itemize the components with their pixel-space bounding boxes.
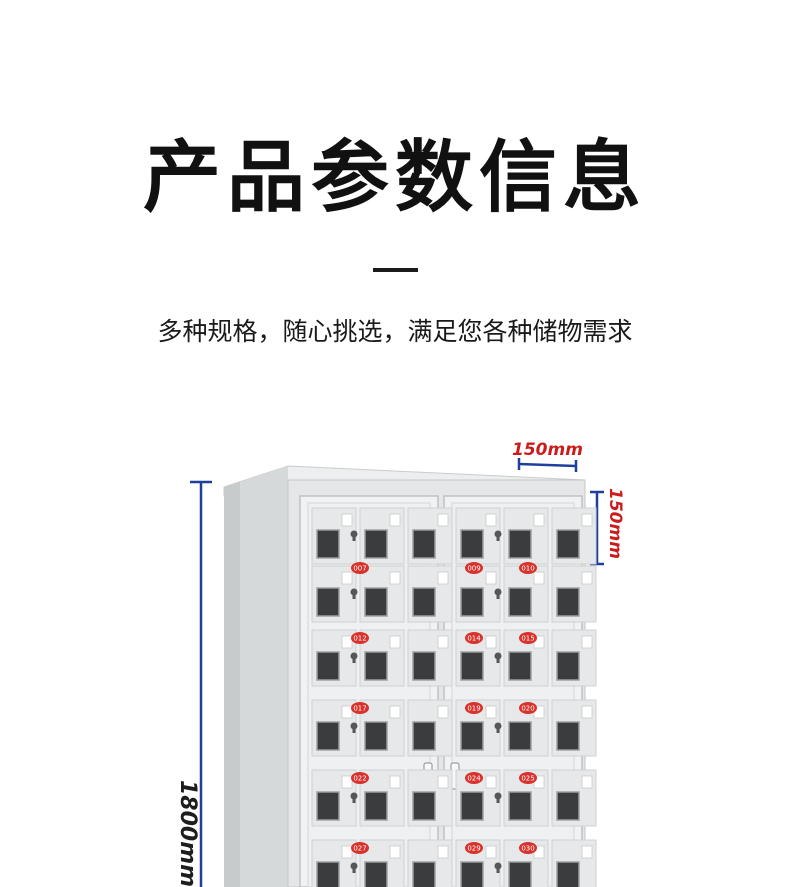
locker-compartment <box>407 629 453 687</box>
locker-compartment <box>551 629 597 687</box>
locker-number-badge: 010 <box>519 562 537 574</box>
locker-compartment <box>311 839 357 887</box>
locker-compartment <box>551 699 597 757</box>
locker-number-badge: 012 <box>351 632 369 644</box>
locker-number-badge: 029 <box>465 842 483 854</box>
locker-number-text: 020 <box>521 705 534 713</box>
page-subtitle: 多种规格，随心挑选，满足您各种储物需求 <box>157 317 633 346</box>
locker-number-text: 009 <box>467 565 480 573</box>
locker-compartment <box>407 699 453 757</box>
locker-number-badge: 009 <box>465 562 483 574</box>
locker-number-badge: 024 <box>465 772 483 784</box>
locker-compartment <box>551 839 597 887</box>
locker-compartment <box>359 507 405 565</box>
locker-compartment <box>407 507 453 565</box>
locker-number-badge: 022 <box>351 772 369 784</box>
locker-compartment <box>503 699 549 757</box>
locker-compartment <box>455 507 501 565</box>
lock-icon <box>494 652 502 663</box>
locker-compartment <box>359 629 405 687</box>
locker-number-text: 019 <box>467 705 480 713</box>
locker-number-text: 007 <box>353 565 366 573</box>
locker-compartment <box>359 699 405 757</box>
lock-icon <box>494 722 502 733</box>
locker-number-text: 024 <box>467 775 481 783</box>
title-divider <box>373 268 418 272</box>
locker-number-text: 022 <box>353 775 366 783</box>
compartment-height-label: 150mm <box>605 488 625 559</box>
locker-compartment <box>311 507 357 565</box>
locker-compartment <box>311 699 357 757</box>
lock-icon <box>494 588 502 599</box>
locker-compartment <box>551 769 597 827</box>
locker-number-badge: 020 <box>519 702 537 714</box>
locker-number-text: 027 <box>353 845 366 853</box>
locker-compartment <box>407 839 453 887</box>
lock-icon <box>494 792 502 803</box>
lock-icon <box>494 862 502 873</box>
locker-number-text: 025 <box>521 775 534 783</box>
locker-compartment <box>311 629 357 687</box>
locker-compartment <box>359 769 405 827</box>
locker-compartment <box>455 565 501 623</box>
locker-number-badge: 019 <box>465 702 483 714</box>
locker-number-text: 029 <box>467 845 480 853</box>
locker-compartment <box>503 565 549 623</box>
locker-compartment <box>407 769 453 827</box>
width-dimension-label: 150mm <box>512 440 583 460</box>
lock-icon <box>350 862 358 873</box>
locker-number-badge: 007 <box>351 562 369 574</box>
locker-number-text: 014 <box>467 635 481 643</box>
lock-icon <box>350 588 358 599</box>
locker-number-text: 010 <box>521 565 534 573</box>
locker-compartment <box>551 507 597 565</box>
locker-compartment <box>551 565 597 623</box>
locker-number-text: 012 <box>353 635 366 643</box>
page-title: 产品参数信息 <box>142 133 647 223</box>
locker-number-badges: 007 012 017 022 027 009 010 014 015 019 020 024 025 0… <box>351 562 537 854</box>
locker-number-badge: 027 <box>351 842 369 854</box>
locker-compartment <box>311 565 357 623</box>
locker-compartment <box>359 839 405 887</box>
locker-compartment <box>455 839 501 887</box>
locker-compartment <box>311 769 357 827</box>
lock-icon <box>350 652 358 663</box>
locker-number-text: 030 <box>521 845 534 853</box>
lock-icon <box>494 530 502 541</box>
locker-number-text: 017 <box>353 705 366 713</box>
lock-icon <box>350 722 358 733</box>
locker-compartment <box>503 507 549 565</box>
locker-compartment <box>503 769 549 827</box>
locker-number-badge: 014 <box>465 632 483 644</box>
lock-icon <box>350 792 358 803</box>
locker-compartment <box>359 565 405 623</box>
locker-number-badge: 017 <box>351 702 369 714</box>
cabinet-illustration: 007 012 017 022 027 009 010 014 015 019 020 024 025 0… <box>190 458 604 887</box>
locker-number-badge: 025 <box>519 772 537 784</box>
locker-compartment <box>455 769 501 827</box>
lock-icon <box>350 530 358 541</box>
locker-number-badge: 015 <box>519 632 537 644</box>
locker-compartment <box>407 565 453 623</box>
total-height-label: 1800mm <box>175 780 200 887</box>
locker-number-badge: 030 <box>519 842 537 854</box>
locker-number-text: 015 <box>521 635 534 643</box>
